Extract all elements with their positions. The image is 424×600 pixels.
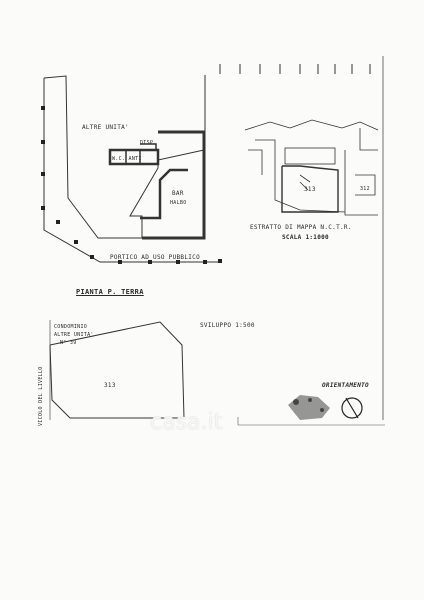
label-condominio-2: ALTRE UNITA' bbox=[54, 332, 94, 338]
label-wc-anti: W.C. ANTI bbox=[112, 156, 142, 162]
sheet-border bbox=[237, 417, 385, 426]
label-estratto: ESTRATTO DI MAPPA N.C.T.R. bbox=[250, 224, 352, 231]
compass-rose-icon bbox=[341, 397, 363, 419]
label-parcel-313: 313 bbox=[304, 186, 316, 193]
label-condominio-3: N° 39 bbox=[60, 340, 77, 346]
label-orientamento: ORIENTAMENTO bbox=[322, 382, 369, 389]
ground-floor-plan bbox=[43, 75, 222, 263]
portico-columns bbox=[41, 106, 222, 264]
cadastral-map-extract bbox=[244, 119, 379, 216]
label-pianta: PIANTA P. TERRA bbox=[76, 288, 144, 296]
label-parcel-312: 312 bbox=[360, 186, 370, 192]
label-portico: PORTICO AD USO PUBBLICO bbox=[110, 254, 200, 261]
label-altre-unita: ALTRE UNITA' bbox=[82, 124, 129, 131]
top-tick-marks bbox=[219, 56, 384, 420]
label-vicolo: VICOLO DEL LIVELLO bbox=[38, 366, 44, 426]
site-development-plan bbox=[49, 320, 185, 420]
label-scala: SCALA 1:1000 bbox=[282, 234, 329, 241]
label-bar: BAR bbox=[172, 190, 184, 197]
label-sviluppo-parcel: 313 bbox=[104, 382, 116, 389]
label-disp: DISP. bbox=[140, 140, 157, 146]
shaded-area bbox=[288, 395, 330, 420]
label-bar-sub: HALBO bbox=[170, 200, 187, 206]
label-sviluppo: SVILUPPO 1:500 bbox=[200, 322, 255, 329]
label-condominio-1: CONDOMINIO bbox=[54, 324, 88, 330]
watermark: casa.it bbox=[150, 410, 223, 435]
